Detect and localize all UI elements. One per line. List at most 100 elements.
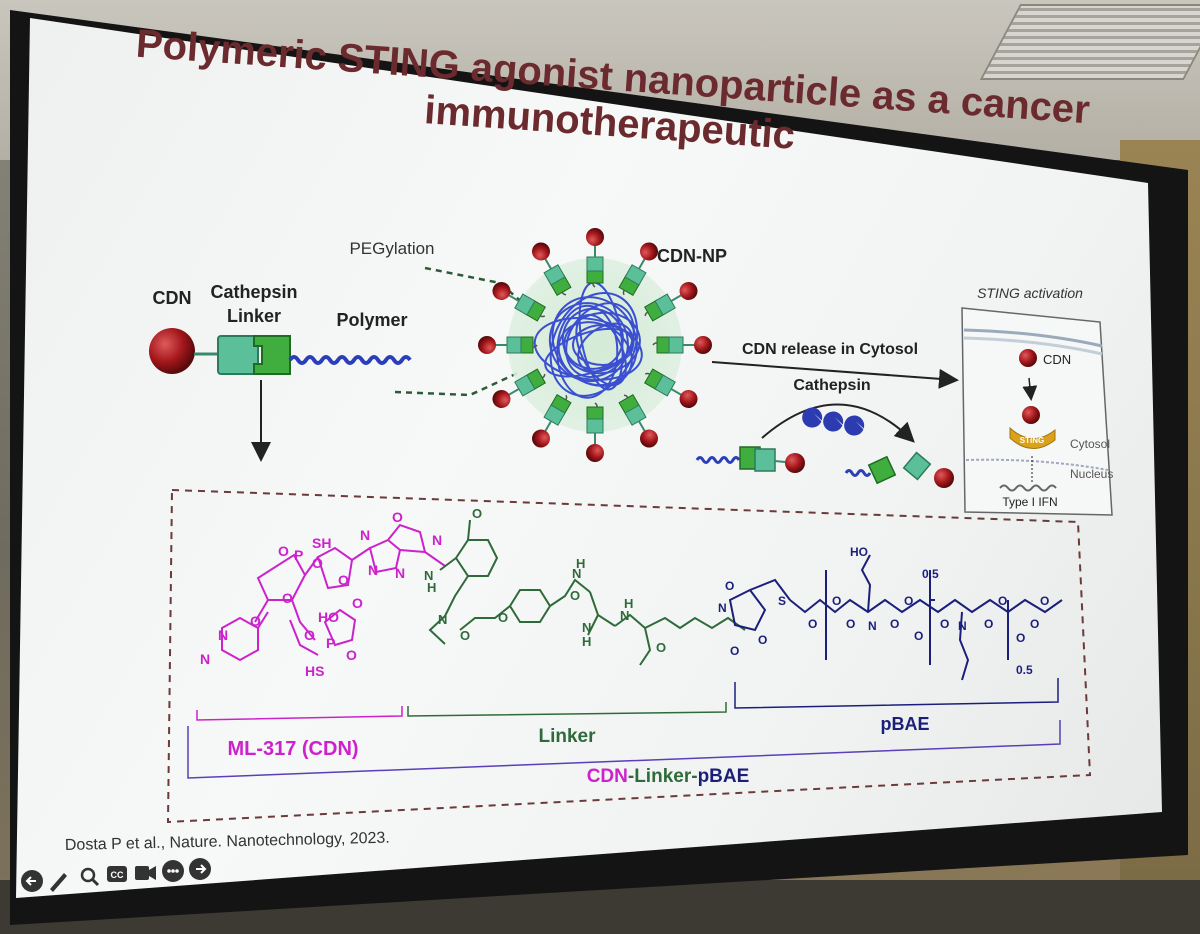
presentation-toolbar[interactable]: CC <box>21 858 211 892</box>
cathepsin-enzymes <box>802 407 865 436</box>
more-icon[interactable] <box>162 860 184 882</box>
pen-icon[interactable] <box>50 873 67 892</box>
svg-text:O: O <box>832 594 841 608</box>
sting-label: STING <box>1020 436 1044 445</box>
cdn-ligand <box>652 336 712 354</box>
svg-text:O: O <box>725 579 734 593</box>
cleaved-fragments <box>844 451 954 488</box>
svg-text:O: O <box>304 627 315 643</box>
svg-text:N: N <box>432 532 442 548</box>
svg-text:HO: HO <box>850 545 868 559</box>
cathepsin-linker-block-green <box>253 335 291 375</box>
cdn-ball <box>149 328 195 374</box>
svg-text:N: N <box>395 565 405 581</box>
linker-structure <box>428 519 746 666</box>
svg-text:H: H <box>582 634 591 649</box>
type-i-ifn-label: Type I IFN <box>1002 495 1057 509</box>
polymer-loop <box>533 317 643 381</box>
svg-text:N: N <box>620 608 629 623</box>
cdn-ligand <box>618 394 658 448</box>
segment-pbae-label: pBAE <box>881 714 930 734</box>
subscript-bottom: 0.5 <box>1016 663 1033 677</box>
chemical-structure-box: SH P O O O N N N N O O HO O O P O HS O N… <box>166 488 1092 824</box>
svg-text:P: P <box>326 635 335 651</box>
back-arrow-icon[interactable] <box>21 870 43 892</box>
svg-text:N: N <box>368 562 378 578</box>
release-arrow <box>711 361 959 389</box>
subscript-top: 0.5 <box>922 567 939 581</box>
dashed-box <box>166 488 1092 824</box>
video-icon[interactable] <box>135 866 156 880</box>
svg-text:O: O <box>984 617 993 631</box>
polymer-loop <box>556 304 619 399</box>
sting-protein <box>1009 426 1056 449</box>
construct-diagram: CDN Cathepsin Linker Polymer PEGylation <box>149 239 541 462</box>
polymer-loop <box>575 313 627 387</box>
cdn-atoms: SH P O O O N N N N O O HO O O P O HS O N… <box>200 509 442 679</box>
svg-text:O: O <box>282 590 293 606</box>
cleavage-arrow <box>761 403 915 443</box>
linker-atoms: N H N O O O N H O N H N H O <box>424 506 666 655</box>
polymer-loop <box>551 296 638 387</box>
captions-icon[interactable]: CC <box>107 866 127 882</box>
svg-text:O: O <box>656 640 666 655</box>
cdn-structure <box>221 523 446 662</box>
svg-text:O: O <box>1016 631 1025 645</box>
citation: Dosta P et al., Nature. Nanotechnology, … <box>65 830 390 854</box>
svg-text:H: H <box>427 580 436 595</box>
svg-text:N: N <box>360 527 370 543</box>
svg-text:O: O <box>1040 594 1049 608</box>
svg-text:N: N <box>868 619 877 633</box>
svg-text:O: O <box>312 555 323 571</box>
svg-text:N: N <box>218 627 228 643</box>
cdn-ligand <box>532 394 572 448</box>
cdn-ligand <box>586 228 604 288</box>
cdn-nanoparticle: CDN-NP <box>478 228 727 462</box>
svg-text:N: N <box>572 566 581 581</box>
svg-text:O: O <box>1030 617 1039 631</box>
svg-text:O: O <box>758 633 767 647</box>
svg-text:N: N <box>200 651 210 667</box>
cdn-ligand <box>618 242 658 296</box>
forward-arrow-icon[interactable] <box>189 858 211 880</box>
polymer-loop <box>563 311 641 375</box>
svg-text:O: O <box>250 613 261 629</box>
cathepsin-linker-block-teal <box>217 335 259 375</box>
svg-text:O: O <box>278 543 289 559</box>
svg-text:O: O <box>808 617 817 631</box>
cdn-ligand <box>644 282 698 322</box>
cathepsin-enzyme-label: Cathepsin <box>793 377 870 394</box>
cathepsin-label: Cathepsin <box>210 282 297 302</box>
polymer-label: Polymer <box>336 310 407 330</box>
segment-cdn-label: ML-317 (CDN) <box>227 738 358 760</box>
svg-text:N: N <box>582 620 591 635</box>
zoom-icon[interactable] <box>80 867 100 887</box>
svg-text:O: O <box>460 628 470 643</box>
svg-text:N: N <box>958 619 967 633</box>
release-section: CDN release in Cytosol Cathepsin <box>695 341 959 488</box>
svg-text:HS: HS <box>305 663 324 679</box>
svg-text:S: S <box>778 594 786 608</box>
pbae-structure <box>728 554 1063 681</box>
svg-text:O: O <box>914 629 923 643</box>
pegylation-label: PEGylation <box>349 239 434 258</box>
pbae-atoms: N O O O S HO N N O O O O O O O O O O O O <box>718 545 1049 677</box>
svg-text:O: O <box>472 506 482 521</box>
cdn-np-label: CDN-NP <box>657 246 727 266</box>
svg-text:CC: CC <box>111 870 124 880</box>
np-ligands <box>478 228 712 462</box>
polymer-pointer <box>394 370 521 397</box>
svg-text:N: N <box>438 612 447 627</box>
cdn-ligand <box>478 336 538 354</box>
svg-text:O: O <box>392 509 403 525</box>
polymer-chain <box>288 355 412 365</box>
svg-text:O: O <box>498 610 508 625</box>
cdn-ligand <box>492 282 546 322</box>
svg-text:O: O <box>346 647 357 663</box>
svg-text:O: O <box>904 594 913 608</box>
segment-linker-label: Linker <box>538 726 596 747</box>
cytosol-label: Cytosol <box>1070 437 1110 451</box>
svg-text:N: N <box>718 601 727 615</box>
